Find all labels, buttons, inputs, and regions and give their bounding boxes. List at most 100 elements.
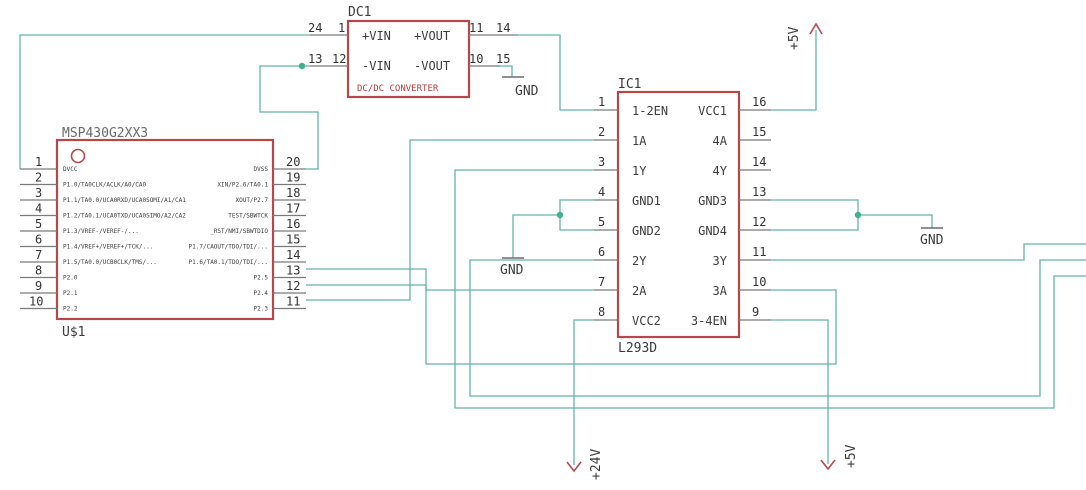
pin-label: P2.2	[63, 306, 78, 313]
wire-vout-neg-gnd	[500, 65, 513, 77]
pin-label: DVCC	[63, 166, 78, 173]
pin-label: GND3	[698, 194, 727, 208]
wire-en34-5v	[771, 319, 829, 464]
pin-number: 15	[286, 233, 300, 247]
pin-number: 1	[598, 95, 605, 109]
pin-number: 12	[752, 215, 766, 229]
pin-label: VCC2	[632, 314, 661, 328]
pin-label: 1Y	[632, 164, 647, 178]
pin-label: XOUT/P2.7	[235, 197, 268, 204]
pin-number: 1	[35, 155, 42, 169]
dc-converter-body	[346, 19, 471, 99]
driver-l293d[interactable]: IC1 L293D 11-2EN21A31Y4GND15GND262Y72A8V…	[594, 77, 771, 356]
dc-converter-name: DC1	[348, 5, 371, 20]
pin-label: -VOUT	[414, 59, 450, 73]
pin-number: 10	[752, 275, 766, 289]
pin-number: 5	[598, 215, 605, 229]
pin-label: 3Y	[713, 254, 728, 268]
wire-p24-2a	[306, 284, 594, 291]
pin-label: GND4	[698, 224, 727, 238]
pin-label: 3A	[713, 284, 728, 298]
pin-number: 24	[308, 21, 322, 35]
wires	[19, 30, 1086, 465]
pin-number: 11	[286, 295, 300, 309]
gnd-label: GND	[515, 84, 539, 99]
pin-number: 14	[496, 21, 510, 35]
wire-p23-1a	[306, 139, 594, 301]
pin-number: 18	[286, 186, 300, 200]
pin-number: 19	[286, 171, 300, 185]
pin-label: P1.5/TA0.0/UCB0CLK/TMS/...	[63, 259, 157, 266]
pin-number: 3	[598, 155, 605, 169]
dc-dc-converter[interactable]: DC1 DC/DC CONVERTER 24 1 13 12 11 14 10 …	[308, 5, 518, 99]
pin-label: P1.7/CAOUT/TDO/TDI/...	[189, 244, 268, 251]
pin-label: P1.6/TA0.1/TDO/TDI/...	[189, 259, 268, 266]
mcu-msp430[interactable]: MSP430G2XX3 U$1 1DVCC2P1.0/TA0CLK/ACLK/A…	[20, 126, 306, 340]
pin-label: DVSS	[254, 166, 269, 173]
pin-label: 1A	[632, 134, 647, 148]
pin-number: 9	[752, 305, 759, 319]
wire-3y-out	[771, 243, 1086, 261]
gnd-symbol-right: GND	[920, 227, 944, 248]
wire-gnd34-gnd	[858, 214, 933, 228]
driver-name: IC1	[618, 77, 641, 92]
pin-number: 17	[286, 202, 300, 216]
wire-2y-out	[469, 259, 1086, 397]
pin-number: 7	[35, 248, 42, 262]
mcu-pins: 1DVCC2P1.0/TA0CLK/ACLK/A0/CA03P1.1/TA0.0…	[20, 155, 306, 313]
wire-dvss-vin-neg	[259, 65, 319, 170]
gnd-symbol-left: GND	[500, 257, 524, 278]
gnd-symbol-dc: GND	[502, 76, 539, 99]
pin-label: P2.5	[254, 275, 269, 282]
pin-number: 11	[469, 21, 483, 35]
pin-label: GND1	[632, 194, 661, 208]
pin-label: 4Y	[713, 164, 728, 178]
pin-number: 15	[752, 125, 766, 139]
wire-1y-out	[454, 169, 1086, 409]
wire-gnd12-gnd	[512, 214, 560, 258]
pin-label: P1.4/VREF+/VEREF+/TCK/...	[63, 244, 153, 251]
pin-number: 9	[35, 279, 42, 293]
pin-label: P1.3/VREF-/VEREF-/...	[63, 228, 139, 235]
pin-number: 14	[286, 248, 300, 262]
pin-number: 13	[286, 264, 300, 278]
pin-label: GND2	[632, 224, 661, 238]
pin1-marker	[70, 148, 86, 164]
pin-label: P1.2/TA0.1/UCA0TXD/UCA0SIMO/A2/CA2	[63, 213, 186, 220]
pin-number: 12	[332, 52, 346, 66]
driver-part: L293D	[618, 341, 657, 356]
pin-number: 13	[752, 185, 766, 199]
pin-number: 12	[286, 279, 300, 293]
pin-number: 16	[752, 95, 766, 109]
pin-number: 15	[496, 52, 510, 66]
supply-5v-bottom: +5V	[820, 444, 859, 471]
pin-label: -VIN	[362, 59, 391, 73]
pin-label: P2.1	[63, 290, 78, 297]
pin-label: +VOUT	[414, 29, 450, 43]
pin-label: P1.0/TA0CLK/ACLK/A0/CA0	[63, 182, 146, 189]
pin-label: P2.0	[63, 275, 78, 282]
pin-number: 4	[35, 202, 42, 216]
pin-number: 10	[469, 52, 483, 66]
gnd-label: GND	[500, 263, 524, 278]
pin-number: 3	[35, 186, 42, 200]
mcu-part: MSP430G2XX3	[62, 126, 148, 141]
pin-number: 6	[598, 245, 605, 259]
wire-vcc2-24v	[573, 319, 594, 465]
pin-label: 2A	[632, 284, 647, 298]
pin-label: 1-2EN	[632, 104, 668, 118]
supply-24v: +24V	[566, 449, 604, 480]
mcu-name: U$1	[62, 325, 85, 340]
wire-dvcc-vin	[19, 34, 310, 169]
wire-gnd34-tie	[771, 199, 859, 231]
pin-label: 4A	[713, 134, 728, 148]
pin-number: 8	[35, 264, 42, 278]
pin-number: 13	[308, 52, 322, 66]
junction-dot	[556, 211, 564, 219]
pin-number: 7	[598, 275, 605, 289]
pin-number: 4	[598, 185, 605, 199]
supply-label: +5V	[844, 444, 859, 468]
junction-dot	[854, 211, 862, 219]
pin-number: 1	[338, 21, 345, 35]
